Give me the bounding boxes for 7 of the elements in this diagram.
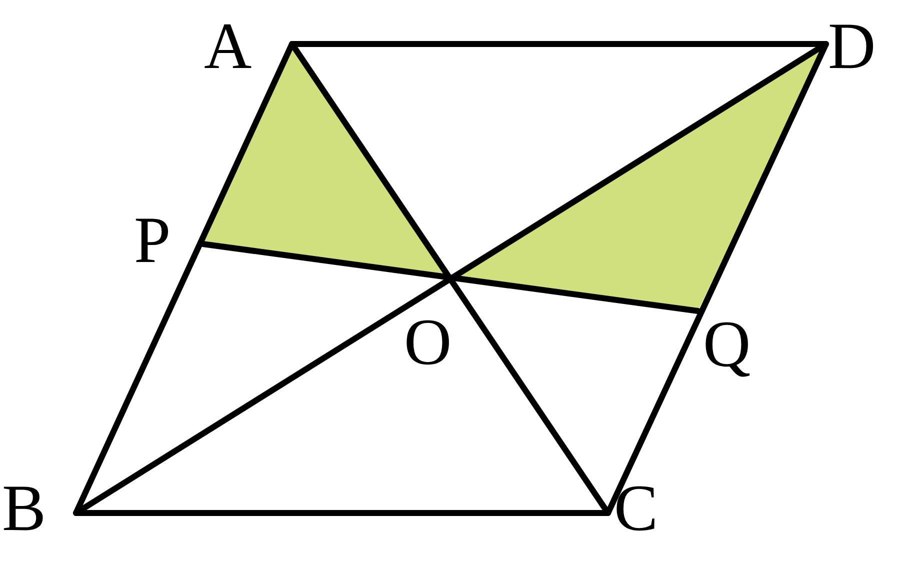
vertex-label: P [134,208,171,274]
vertex-label: B [2,476,46,542]
vertex-label: D [828,14,876,80]
vertex-label: O [404,310,452,376]
vertex-label: A [204,14,252,80]
vertex-label: C [614,476,658,542]
vertex-label: Q [703,312,751,378]
